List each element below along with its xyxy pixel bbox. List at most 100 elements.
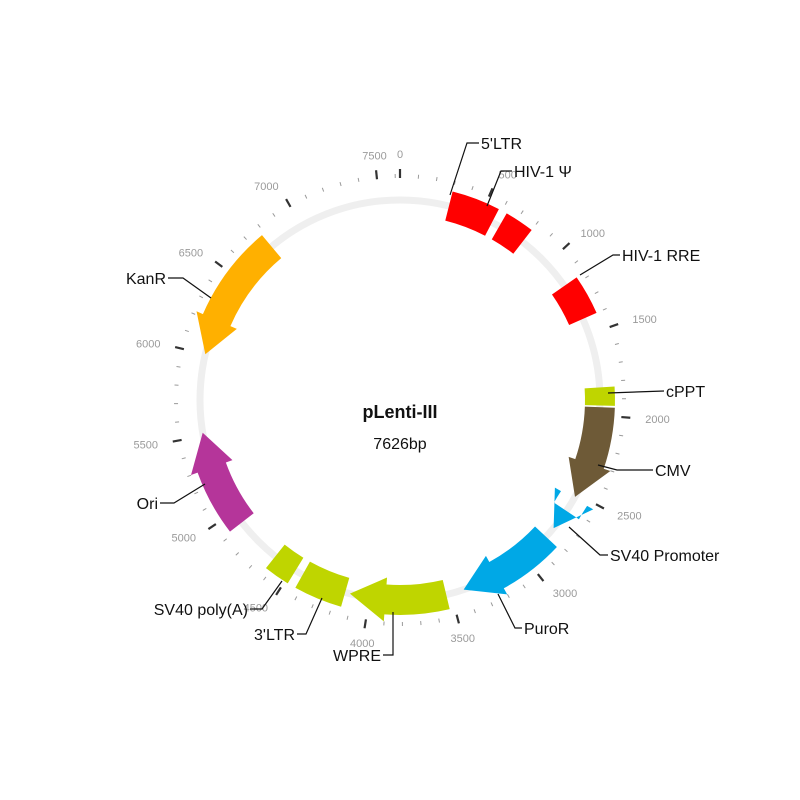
- feature-label: SV40 poly(A): [154, 602, 248, 619]
- minor-tick: [199, 295, 204, 299]
- minor-tick: [435, 176, 438, 182]
- tick-label: 3000: [553, 588, 577, 600]
- major-tick: [285, 198, 292, 208]
- feature-label: 3'LTR: [254, 627, 295, 644]
- minor-tick: [610, 470, 615, 473]
- tick-label: 7000: [254, 181, 278, 193]
- major-tick: [214, 260, 223, 268]
- minor-tick: [575, 534, 580, 538]
- minor-tick: [184, 329, 189, 333]
- minor-tick: [535, 221, 539, 225]
- minor-tick: [263, 576, 267, 581]
- minor-tick: [471, 185, 474, 191]
- minor-tick: [453, 180, 456, 185]
- minor-tick: [230, 249, 235, 254]
- tick-label: 5500: [134, 439, 158, 451]
- major-tick: [174, 346, 185, 351]
- major-tick: [487, 187, 494, 198]
- tick-label: 2500: [617, 511, 641, 523]
- feature-kanr: [196, 235, 282, 355]
- plasmid-name: pLenti-III: [363, 402, 438, 422]
- tick-label: 7500: [362, 150, 386, 162]
- feature-sv40-poly-a: [265, 544, 304, 584]
- leader-line: [250, 580, 283, 610]
- minor-tick: [574, 260, 579, 264]
- minor-tick: [602, 307, 607, 311]
- minor-tick: [504, 200, 508, 205]
- minor-tick: [194, 491, 199, 495]
- leader-line: [579, 254, 620, 276]
- leader-line: [297, 597, 323, 635]
- tick-label: 6000: [136, 339, 160, 351]
- feature-puror: [463, 526, 557, 595]
- feature-label: HIV-1 RRE: [622, 248, 700, 265]
- minor-tick: [176, 366, 181, 368]
- minor-tick: [357, 177, 360, 182]
- minor-tick: [594, 291, 599, 295]
- feature-label: WPRE: [333, 648, 381, 665]
- minor-tick: [248, 564, 253, 569]
- major-tick: [455, 614, 460, 624]
- minor-tick: [321, 187, 325, 192]
- feature-label: 5'LTR: [481, 136, 522, 153]
- feature-3-ltr: [295, 561, 350, 607]
- minor-tick: [346, 615, 349, 620]
- leader-line: [607, 390, 665, 394]
- minor-tick: [438, 618, 440, 623]
- feature-label: cPPT: [666, 384, 705, 401]
- feature-cppt: [584, 386, 616, 406]
- leader-line: [568, 526, 608, 556]
- feature-hiv-1: [491, 213, 532, 254]
- tick-label: 2000: [645, 414, 669, 426]
- minor-tick: [202, 508, 207, 511]
- tick-label: 4000: [350, 638, 374, 650]
- major-tick: [363, 619, 368, 629]
- major-tick: [275, 586, 282, 596]
- minor-tick: [243, 236, 247, 240]
- minor-tick: [328, 610, 331, 615]
- feature-cmv: [568, 406, 615, 497]
- minor-tick: [564, 548, 568, 553]
- leader-line: [160, 483, 206, 504]
- feature-label: SV40 Promoter: [610, 548, 720, 565]
- feature-label: HIV-1 Ψ: [514, 164, 572, 181]
- minor-tick: [603, 487, 608, 490]
- major-tick: [562, 242, 571, 250]
- major-tick: [207, 523, 217, 530]
- minor-tick: [585, 275, 590, 279]
- tick-label: 0: [397, 149, 403, 161]
- tick-labels: 0500100015002000250030003500400045005000…: [134, 149, 670, 650]
- minor-tick: [490, 602, 494, 607]
- feature-labels: 5'LTR HIV-1 Ψ HIV-1 RRE cPPT CMV SV40 Promote…: [126, 136, 720, 665]
- feature-5-ltr: [445, 191, 499, 236]
- feature-wpre: [349, 577, 450, 622]
- leader-line: [597, 464, 653, 471]
- minor-tick: [614, 343, 619, 346]
- tick-label: 1000: [581, 228, 605, 240]
- tick-label: 3500: [450, 633, 474, 645]
- minor-tick: [618, 361, 623, 363]
- minor-tick: [473, 609, 476, 614]
- feature-leaders: [160, 142, 665, 656]
- tick-label: 5000: [171, 532, 195, 544]
- minor-tick: [235, 552, 240, 556]
- minor-tick: [619, 434, 624, 437]
- minor-tick: [257, 224, 261, 228]
- major-tick: [621, 415, 631, 419]
- minor-tick: [615, 452, 620, 455]
- leader-line: [497, 593, 522, 629]
- minor-tick: [520, 210, 524, 215]
- leader-line: [486, 170, 512, 207]
- feature-arcs: [191, 191, 616, 622]
- minor-tick: [223, 538, 228, 542]
- minor-tick: [294, 596, 298, 601]
- major-tick: [536, 573, 545, 582]
- feature-hiv-1-rre: [551, 277, 597, 326]
- tick-label: 6500: [179, 247, 203, 259]
- major-tick: [374, 170, 379, 180]
- minor-tick: [551, 561, 555, 566]
- tick-label: 500: [499, 170, 517, 182]
- minor-tick: [304, 194, 308, 199]
- feature-label: CMV: [655, 463, 691, 480]
